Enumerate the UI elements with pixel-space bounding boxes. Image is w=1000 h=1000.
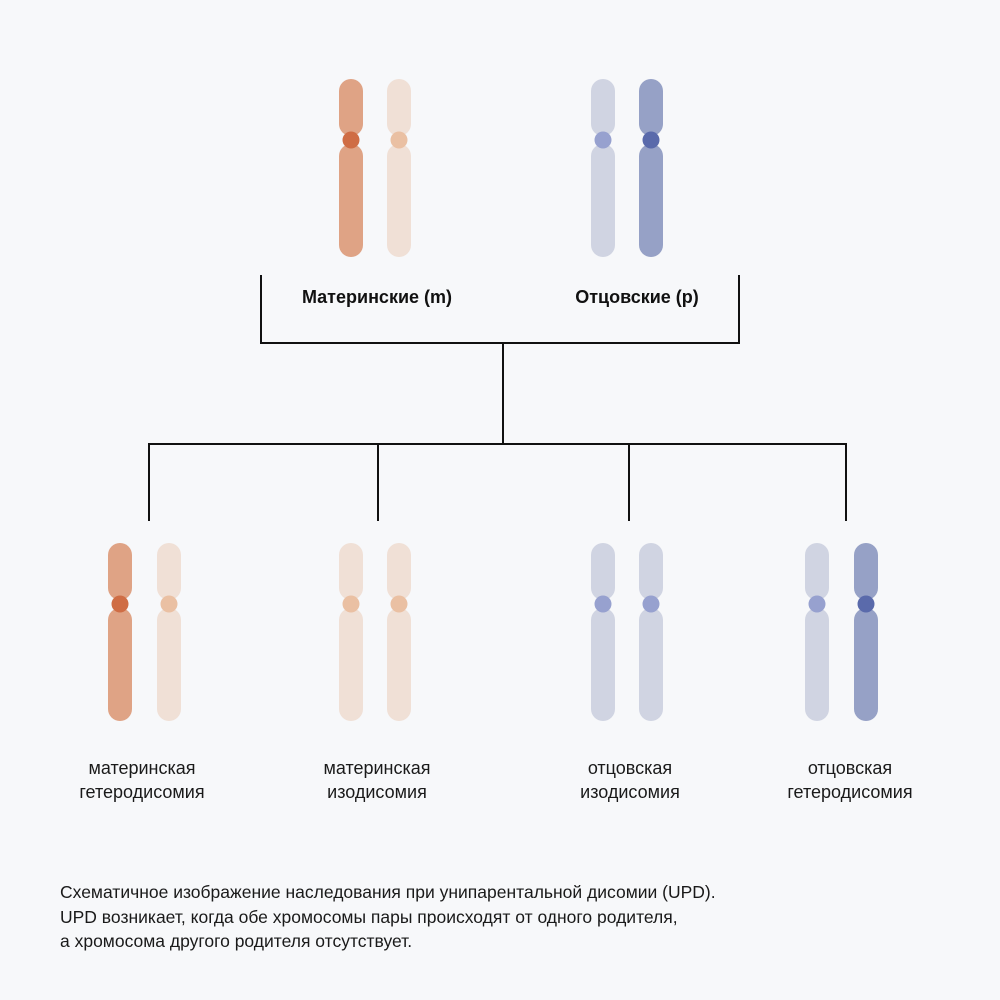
maternal-parent-label: Материнские (m): [301, 287, 453, 307]
child-label-line-1: отцовская: [587, 758, 673, 778]
child-label-line-2: гетеродисомия: [79, 782, 205, 802]
chromosomes-layer: [108, 79, 878, 721]
child-maternal-isodisomy-chromosome-pair: [339, 543, 411, 721]
child-label-line-1: отцовская: [807, 758, 893, 778]
chromosome-paternal-light: [805, 543, 829, 721]
chromosome-maternal-light: [387, 79, 411, 257]
chromosome-short-arm: [339, 79, 363, 136]
child-label-line-2: изодисомия: [327, 782, 427, 802]
maternal-parent-chromosome-pair: [339, 79, 411, 257]
chromosome-maternal-dark: [339, 79, 363, 257]
figure-caption: Схематичное изображение наследования при…: [60, 880, 940, 954]
child-paternal-isodisomy-chromosome-pair: [591, 543, 663, 721]
child-label-line-2: изодисомия: [580, 782, 680, 802]
paternal-parent-label: Отцовские (p): [575, 287, 699, 307]
child-label-paternal-heterodisomy: отцовская гетеродисомия: [740, 756, 960, 804]
centromere: [160, 595, 178, 613]
child-label-line-1: материнская: [88, 758, 196, 778]
centromere: [342, 595, 360, 613]
centromere: [111, 595, 129, 613]
chromosome-short-arm: [387, 543, 411, 600]
chromosome-short-arm: [639, 79, 663, 136]
chromosome-short-arm: [339, 543, 363, 600]
caption-line-3: а хромосома другого родителя отсутствует…: [60, 931, 413, 951]
chromosome-long-arm: [854, 608, 878, 721]
centromere: [857, 595, 875, 613]
centromere: [390, 595, 408, 613]
chromosome-maternal-light: [157, 543, 181, 721]
centromere: [594, 595, 612, 613]
chromosome-long-arm: [591, 608, 615, 721]
chromosome-maternal-dark: [108, 543, 132, 721]
centromere: [642, 595, 660, 613]
chromosome-short-arm: [639, 543, 663, 600]
chromosome-long-arm: [805, 608, 829, 721]
centromere: [390, 131, 408, 149]
chromosome-short-arm: [387, 79, 411, 136]
caption-line-1: Схематичное изображение наследования при…: [60, 882, 716, 902]
chromosome-long-arm: [387, 608, 411, 721]
chromosome-long-arm: [387, 144, 411, 257]
caption-line-2: UPD возникает, когда обе хромосомы пары …: [60, 906, 678, 927]
centromere: [594, 131, 612, 149]
chromosome-paternal-light: [591, 79, 615, 257]
child-label-maternal-heterodisomy: материнская гетеродисомия: [32, 756, 252, 804]
child-label-line-2: гетеродисомия: [787, 782, 913, 802]
chromosome-short-arm: [157, 543, 181, 600]
chromosome-long-arm: [639, 144, 663, 257]
chromosome-short-arm: [591, 543, 615, 600]
tree-connectors: [148, 275, 847, 521]
chromosome-short-arm: [108, 543, 132, 600]
chromosome-short-arm: [805, 543, 829, 600]
chromosome-long-arm: [339, 144, 363, 257]
chromosome-paternal-light: [639, 543, 663, 721]
child-paternal-heterodisomy-chromosome-pair: [805, 543, 878, 721]
chromosome-paternal-light: [591, 543, 615, 721]
child-label-maternal-isodisomy: материнская изодисомия: [267, 756, 487, 804]
chromosome-long-arm: [639, 608, 663, 721]
centromere: [642, 131, 660, 149]
chromosome-short-arm: [591, 79, 615, 136]
chromosome-paternal-dark: [854, 543, 878, 721]
child-maternal-heterodisomy-chromosome-pair: [108, 543, 181, 721]
chromosome-maternal-light: [339, 543, 363, 721]
centromere: [342, 131, 360, 149]
centromere: [808, 595, 826, 613]
chromosome-long-arm: [108, 608, 132, 721]
chromosome-paternal-dark: [639, 79, 663, 257]
chromosome-long-arm: [339, 608, 363, 721]
child-label-paternal-isodisomy: отцовская изодисомия: [520, 756, 740, 804]
chromosome-short-arm: [854, 543, 878, 600]
paternal-parent-chromosome-pair: [591, 79, 663, 257]
chromosome-long-arm: [157, 608, 181, 721]
chromosome-long-arm: [591, 144, 615, 257]
chromosome-maternal-light: [387, 543, 411, 721]
child-label-line-1: материнская: [323, 758, 431, 778]
